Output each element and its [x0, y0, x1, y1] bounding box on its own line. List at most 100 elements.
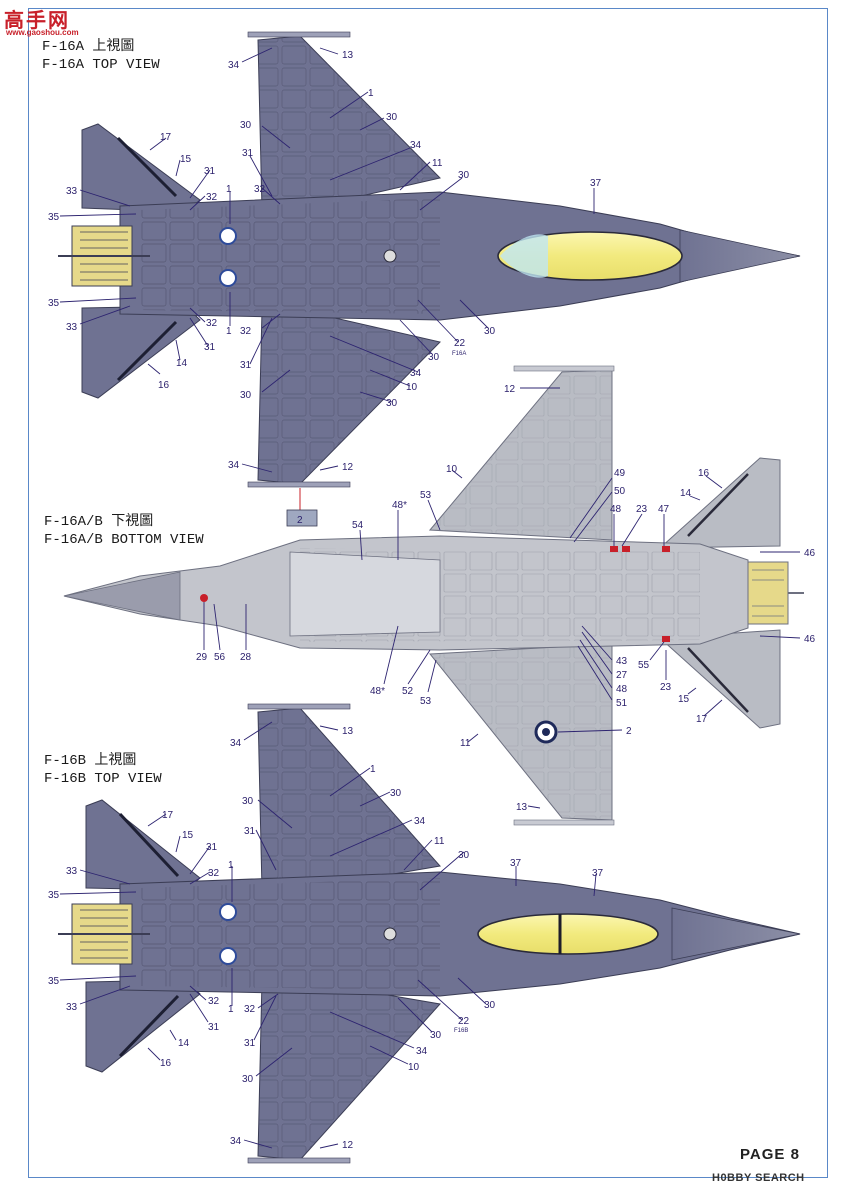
- f16b-callout-34d: 34: [230, 1136, 242, 1147]
- top-view-a-title: F-16A 上視圖 F-16A TOP VIEW: [42, 38, 160, 74]
- f16a-callout-31b: 31: [204, 166, 216, 177]
- page-number: PAGE 8: [740, 1146, 800, 1163]
- f16a-refuel-receptacle: [383, 249, 397, 263]
- bottom-callout-56: 56: [214, 652, 226, 663]
- f16a-callout-30e: 30: [386, 398, 398, 409]
- bottom-red-panel-4: [662, 636, 670, 642]
- f16b-callout-11: 11: [434, 836, 445, 847]
- bottom-callout-13: 13: [516, 802, 528, 813]
- f16a-callout-35b: 35: [48, 298, 60, 309]
- bottom-callout-53b: 53: [420, 696, 432, 707]
- bottom-callout-27: 27: [616, 670, 628, 681]
- f16b-roundel-lower: [219, 947, 237, 965]
- source-watermark: H0BBY SEARCH: [712, 1172, 805, 1184]
- bottom-callout-52: 52: [402, 686, 414, 697]
- bottom-callout-46b: 46: [804, 634, 816, 645]
- bottom-callout-23: 23: [636, 504, 648, 515]
- f16b-lower-stabilizer: [85, 979, 201, 1073]
- f16b-refuel-receptacle: [383, 927, 397, 941]
- reference-box-label: 2: [297, 515, 303, 526]
- f16a-upper-stabilizer: [81, 123, 201, 213]
- f16b-callout-31b: 31: [206, 842, 218, 853]
- bottom-upper-wing-panels: [430, 370, 612, 540]
- top-view-a-title-en: F-16A TOP VIEW: [42, 57, 160, 73]
- bottom-upper-stabilizer-stripe: [687, 473, 749, 537]
- f16b-marking-label: F16B: [454, 1028, 468, 1034]
- f16b-callout-30f: 30: [242, 1074, 254, 1085]
- bottom-beacon: [200, 594, 208, 602]
- f16b-callout-35b: 35: [48, 976, 60, 987]
- watermark-brand: 高手网: [4, 8, 70, 32]
- bottom-callout-14: 14: [680, 488, 692, 499]
- f16a-callout-34d: 34: [228, 460, 240, 471]
- f16b-callout-33: 33: [66, 866, 78, 877]
- f16b-top-view: F16B: [58, 703, 801, 1164]
- f16a-callout-1: 1: [368, 88, 374, 99]
- f16b-callout-32b: 32: [208, 996, 220, 1007]
- f16b-callout-30e: 30: [430, 1030, 442, 1041]
- f16b-callout-1: 1: [370, 764, 376, 775]
- top-view-a-title-zh: F-16A 上視圖: [42, 39, 135, 55]
- bottom-callout-numbers: 12 10 49 50 16 14 48* 53 48 23 47 54 46 …: [196, 384, 816, 813]
- page-border: [28, 8, 828, 1178]
- f16a-lower-stabilizer-stripe: [116, 320, 178, 382]
- f16b-callout-10: 10: [408, 1062, 420, 1073]
- f16a-upper-wingtip-rail: [247, 31, 351, 38]
- f16a-callout-31d: 31: [240, 360, 252, 371]
- bottom-callout-49: 49: [614, 468, 626, 479]
- bottom-callout-2: 2: [626, 726, 632, 737]
- bottom-callout-23b: 23: [660, 682, 672, 693]
- bottom-callout-48star-b: 48*: [370, 686, 385, 697]
- f16b-callout-numbers: 34 13 1 30 30 34 11 31 17 15 31 32 33 1 …: [48, 726, 604, 1151]
- f16b-nose-radome: [671, 907, 801, 961]
- bottom-callout-16: 16: [698, 468, 710, 479]
- f16b-callout-33b: 33: [66, 1002, 78, 1013]
- f16b-callout-30b: 30: [390, 788, 402, 799]
- f16a-callout-1c: 1: [226, 326, 232, 337]
- bottom-upper-wingtip-rail: [513, 365, 615, 372]
- bottom-callout-53: 53: [420, 490, 432, 501]
- f16a-callout-34c: 34: [410, 368, 422, 379]
- bottom-view-title-zh: F-16A/B 下視圖: [44, 514, 154, 530]
- f16b-upper-wing-panels: [258, 708, 440, 890]
- bottom-callout-55: 55: [638, 660, 650, 671]
- f16b-callout-31c: 31: [208, 1022, 220, 1033]
- bottom-callout-29: 29: [196, 652, 208, 663]
- f16a-roundel-lower: [219, 269, 237, 287]
- bottom-callout-51: 51: [616, 698, 628, 709]
- reference-box: 2: [286, 488, 318, 527]
- f16b-leader-lines: [59, 721, 597, 1149]
- f16a-callout-15: 15: [180, 154, 192, 165]
- f16a-callout-30b: 30: [386, 112, 398, 123]
- f16a-callout-12: 12: [342, 462, 354, 473]
- f16a-callout-16: 16: [158, 380, 170, 391]
- bottom-callout-28: 28: [240, 652, 252, 663]
- f16a-callout-numbers: 34 13 1 30 30 34 11 31 32 37 30 17 15 31…: [48, 50, 602, 473]
- f16a-canopy-frame: [500, 234, 548, 278]
- f16b-callout-34b: 34: [414, 816, 426, 827]
- f16b-callout-32: 32: [208, 868, 220, 879]
- f16a-upper-stabilizer-stripe: [116, 136, 178, 198]
- f16b-callout-31: 31: [244, 826, 256, 837]
- f16a-fuselage-panels: [140, 198, 440, 314]
- bottom-lower-wingtip-rail: [513, 819, 615, 826]
- f16b-callout-30c: 30: [458, 850, 470, 861]
- f16b-roundel-upper: [219, 903, 237, 921]
- f16a-callout-32d: 32: [240, 326, 252, 337]
- f16b-callout-32c: 32: [244, 1004, 256, 1015]
- watermark-logo: 高手网 www.gaoshou.com: [2, 2, 80, 38]
- bottom-lower-stabilizer: [658, 629, 781, 729]
- f16a-callout-10: 10: [406, 382, 418, 393]
- f16b-callout-1c: 1: [228, 1004, 234, 1015]
- f16a-callout-34: 34: [228, 60, 240, 71]
- f16b-callout-1b: 1: [228, 860, 234, 871]
- bottom-callout-17: 17: [696, 714, 708, 725]
- f16a-callout-30c: 30: [458, 170, 470, 181]
- f16b-callout-15: 15: [182, 830, 194, 841]
- f16b-callout-17: 17: [162, 810, 174, 821]
- top-view-b-title-en: F-16B TOP VIEW: [44, 771, 162, 787]
- f16a-callout-34b: 34: [410, 140, 422, 151]
- bottom-callout-46: 46: [804, 548, 816, 559]
- f16a-roundel-upper: [219, 227, 237, 245]
